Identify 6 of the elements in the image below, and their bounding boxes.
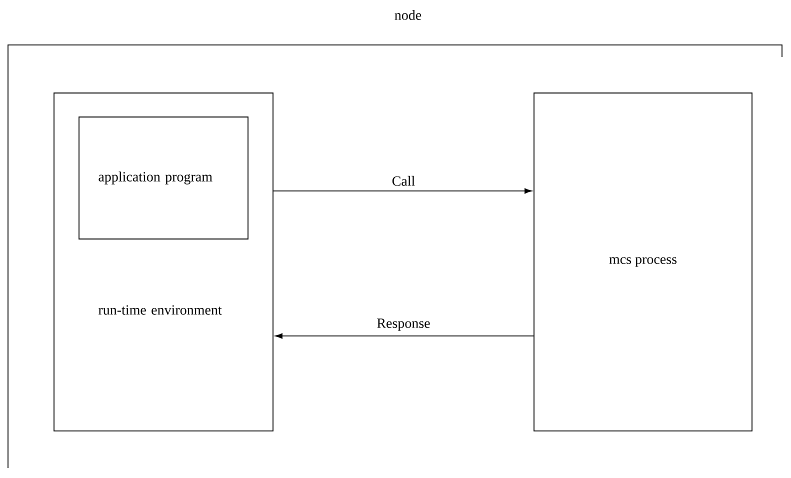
edge-label: Call — [390, 174, 416, 187]
process-box: mcs process — [534, 92, 752, 432]
arrow — [275, 333, 534, 339]
edge-label: Response — [376, 318, 432, 332]
arrow — [273, 188, 532, 194]
process-box: application program — [78, 116, 248, 240]
